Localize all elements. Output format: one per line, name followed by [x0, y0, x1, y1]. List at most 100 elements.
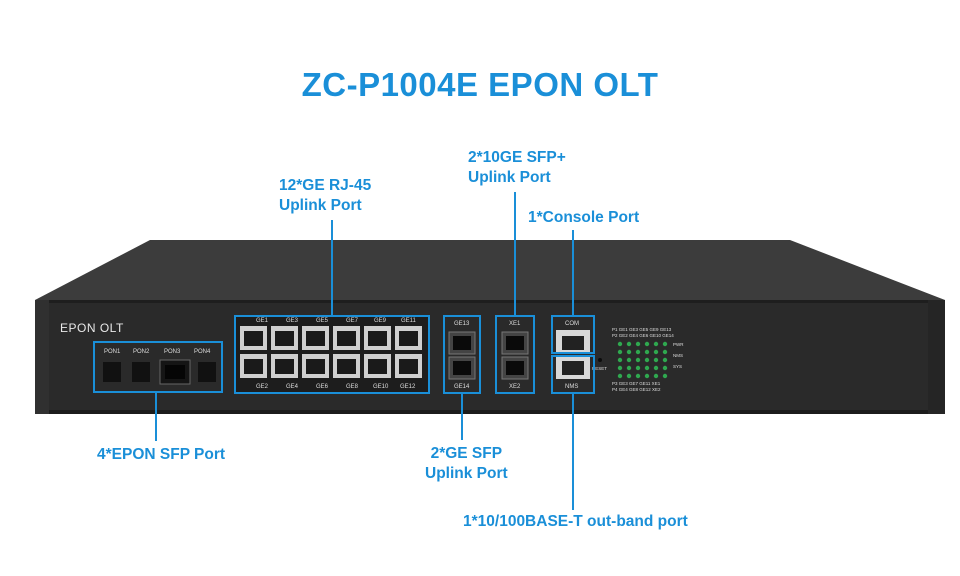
- sfp-plus-callout-line1: 2*10GE SFP+: [468, 149, 566, 166]
- status-led: [635, 365, 641, 371]
- console-connector-line: [572, 230, 574, 315]
- console-callout-line1: 1*Console Port: [528, 209, 640, 226]
- ge-bottom-label: GE6: [316, 384, 329, 390]
- pon-label: PON3: [164, 349, 181, 355]
- rj45-port-grid: [240, 326, 422, 378]
- xe-sfp-cages: [501, 331, 529, 380]
- status-led: [617, 373, 623, 379]
- rj45-port-socket: [306, 359, 325, 374]
- status-led: [635, 349, 641, 355]
- status-led: [617, 349, 623, 355]
- ge-top-label: GE3: [286, 318, 299, 324]
- pon-label: PON4: [194, 349, 211, 355]
- status-led: [644, 341, 650, 347]
- status-led: [635, 373, 641, 379]
- status-led: [626, 357, 632, 363]
- sfp-plus-callout-line2: Uplink Port: [468, 169, 551, 186]
- rj45-port-socket: [337, 359, 356, 374]
- status-led: [662, 357, 668, 363]
- ge-bottom-label: GE12: [400, 384, 416, 390]
- status-led: [653, 341, 659, 347]
- led-label-sys: SYS: [673, 364, 683, 369]
- ge-top-label: GE9: [374, 318, 387, 324]
- ge-sfp-cages: [448, 331, 476, 380]
- chassis-top: [35, 240, 945, 300]
- status-led: [662, 365, 668, 371]
- status-led: [653, 349, 659, 355]
- rj45-port-socket: [337, 331, 356, 346]
- ge-bottom-label: GE8: [346, 384, 359, 390]
- status-led: [653, 365, 659, 371]
- status-led: [635, 357, 641, 363]
- led-label-nms: NMS: [673, 353, 683, 358]
- epon-highlight-box: [93, 341, 223, 393]
- led-label-pwr: PWR: [673, 342, 684, 347]
- status-led: [617, 341, 623, 347]
- console-callout: 1*Console Port: [528, 208, 639, 228]
- status-led: [653, 373, 659, 379]
- status-led: [626, 365, 632, 371]
- epon-callout-line1: 4*EPON SFP Port: [97, 446, 226, 463]
- ge-bottom-label: GE2: [256, 384, 269, 390]
- rj45-port-socket: [399, 331, 418, 346]
- xe-connector-line: [514, 192, 516, 315]
- nms-callout: 1*10/100BASE-T out-band port: [463, 512, 688, 532]
- ge-top-label: GE5: [316, 318, 329, 324]
- status-leds: [617, 341, 668, 379]
- ge-sfp-callout-line2: Uplink Port: [425, 465, 508, 482]
- ge-bottom-label: GE10: [373, 384, 389, 390]
- status-led: [626, 341, 632, 347]
- com-highlight-box: [551, 315, 595, 354]
- rj45-callout: 12*GE RJ-45 Uplink Port: [279, 176, 371, 216]
- rj45-connector-line: [331, 220, 333, 315]
- reset-label: RESET: [592, 366, 608, 371]
- status-led: [617, 357, 623, 363]
- nms-label: NMS: [565, 384, 579, 390]
- device-brand-label: EPON OLT: [60, 321, 124, 335]
- led-label-row1: P1 GE1 GE3 GE5 GE9 GE13: [612, 327, 672, 332]
- ge-top-label: GE11: [401, 318, 416, 324]
- status-led: [662, 341, 668, 347]
- rj45-port-socket: [244, 359, 263, 374]
- ge-top-label: GE1: [256, 318, 269, 324]
- status-led: [626, 373, 632, 379]
- rj45-port-socket: [399, 359, 418, 374]
- status-led: [644, 357, 650, 363]
- epon-callout: 4*EPON SFP Port: [97, 445, 225, 465]
- sfp-plus-callout: 2*10GE SFP+ Uplink Port: [468, 148, 566, 188]
- epon-connector-line: [155, 393, 157, 441]
- ge-sfp-callout: 2*GE SFP Uplink Port: [425, 444, 508, 484]
- pon-sfp-cages: [103, 359, 216, 385]
- com-label: COM: [565, 321, 579, 327]
- status-led: [662, 373, 668, 379]
- status-led: [644, 365, 650, 371]
- chassis-front: [35, 300, 945, 414]
- status-led: [617, 365, 623, 371]
- status-led: [626, 349, 632, 355]
- rj45-callout-line2: Uplink Port: [279, 197, 362, 214]
- ge-sfp-highlight-box: [443, 315, 481, 394]
- status-led: [653, 357, 659, 363]
- pon-label: PON1: [104, 349, 121, 355]
- status-led: [644, 349, 650, 355]
- ge14-label: GE14: [454, 384, 470, 390]
- ge13-label: GE13: [454, 321, 470, 327]
- status-led: [644, 373, 650, 379]
- ge-bottom-label: GE4: [286, 384, 299, 390]
- nms-callout-line1: 1*10/100BASE-T out-band port: [463, 513, 688, 530]
- ge-sfp-connector-line: [461, 394, 463, 440]
- mgmt-ports: [556, 330, 590, 379]
- xe1-label: XE1: [509, 321, 521, 327]
- rj45-port-socket: [306, 331, 325, 346]
- page-title: ZC-P1004E EPON OLT: [301, 66, 659, 103]
- rj45-highlight-box: [234, 315, 430, 394]
- rj45-port-socket: [368, 359, 387, 374]
- ge-sfp-callout-line1: 2*GE SFP: [430, 445, 503, 462]
- led-label-row3: P3 GE3 GE7 GE11 XE1: [612, 381, 661, 386]
- xe-sfp-highlight-box: [495, 315, 535, 394]
- status-led: [662, 349, 668, 355]
- rj45-callout-line1: 12*GE RJ-45: [279, 177, 372, 194]
- led-label-row2: P2 GE2 GE4 GE6 GE10 GE14: [612, 333, 674, 338]
- rj45-port-socket: [275, 359, 294, 374]
